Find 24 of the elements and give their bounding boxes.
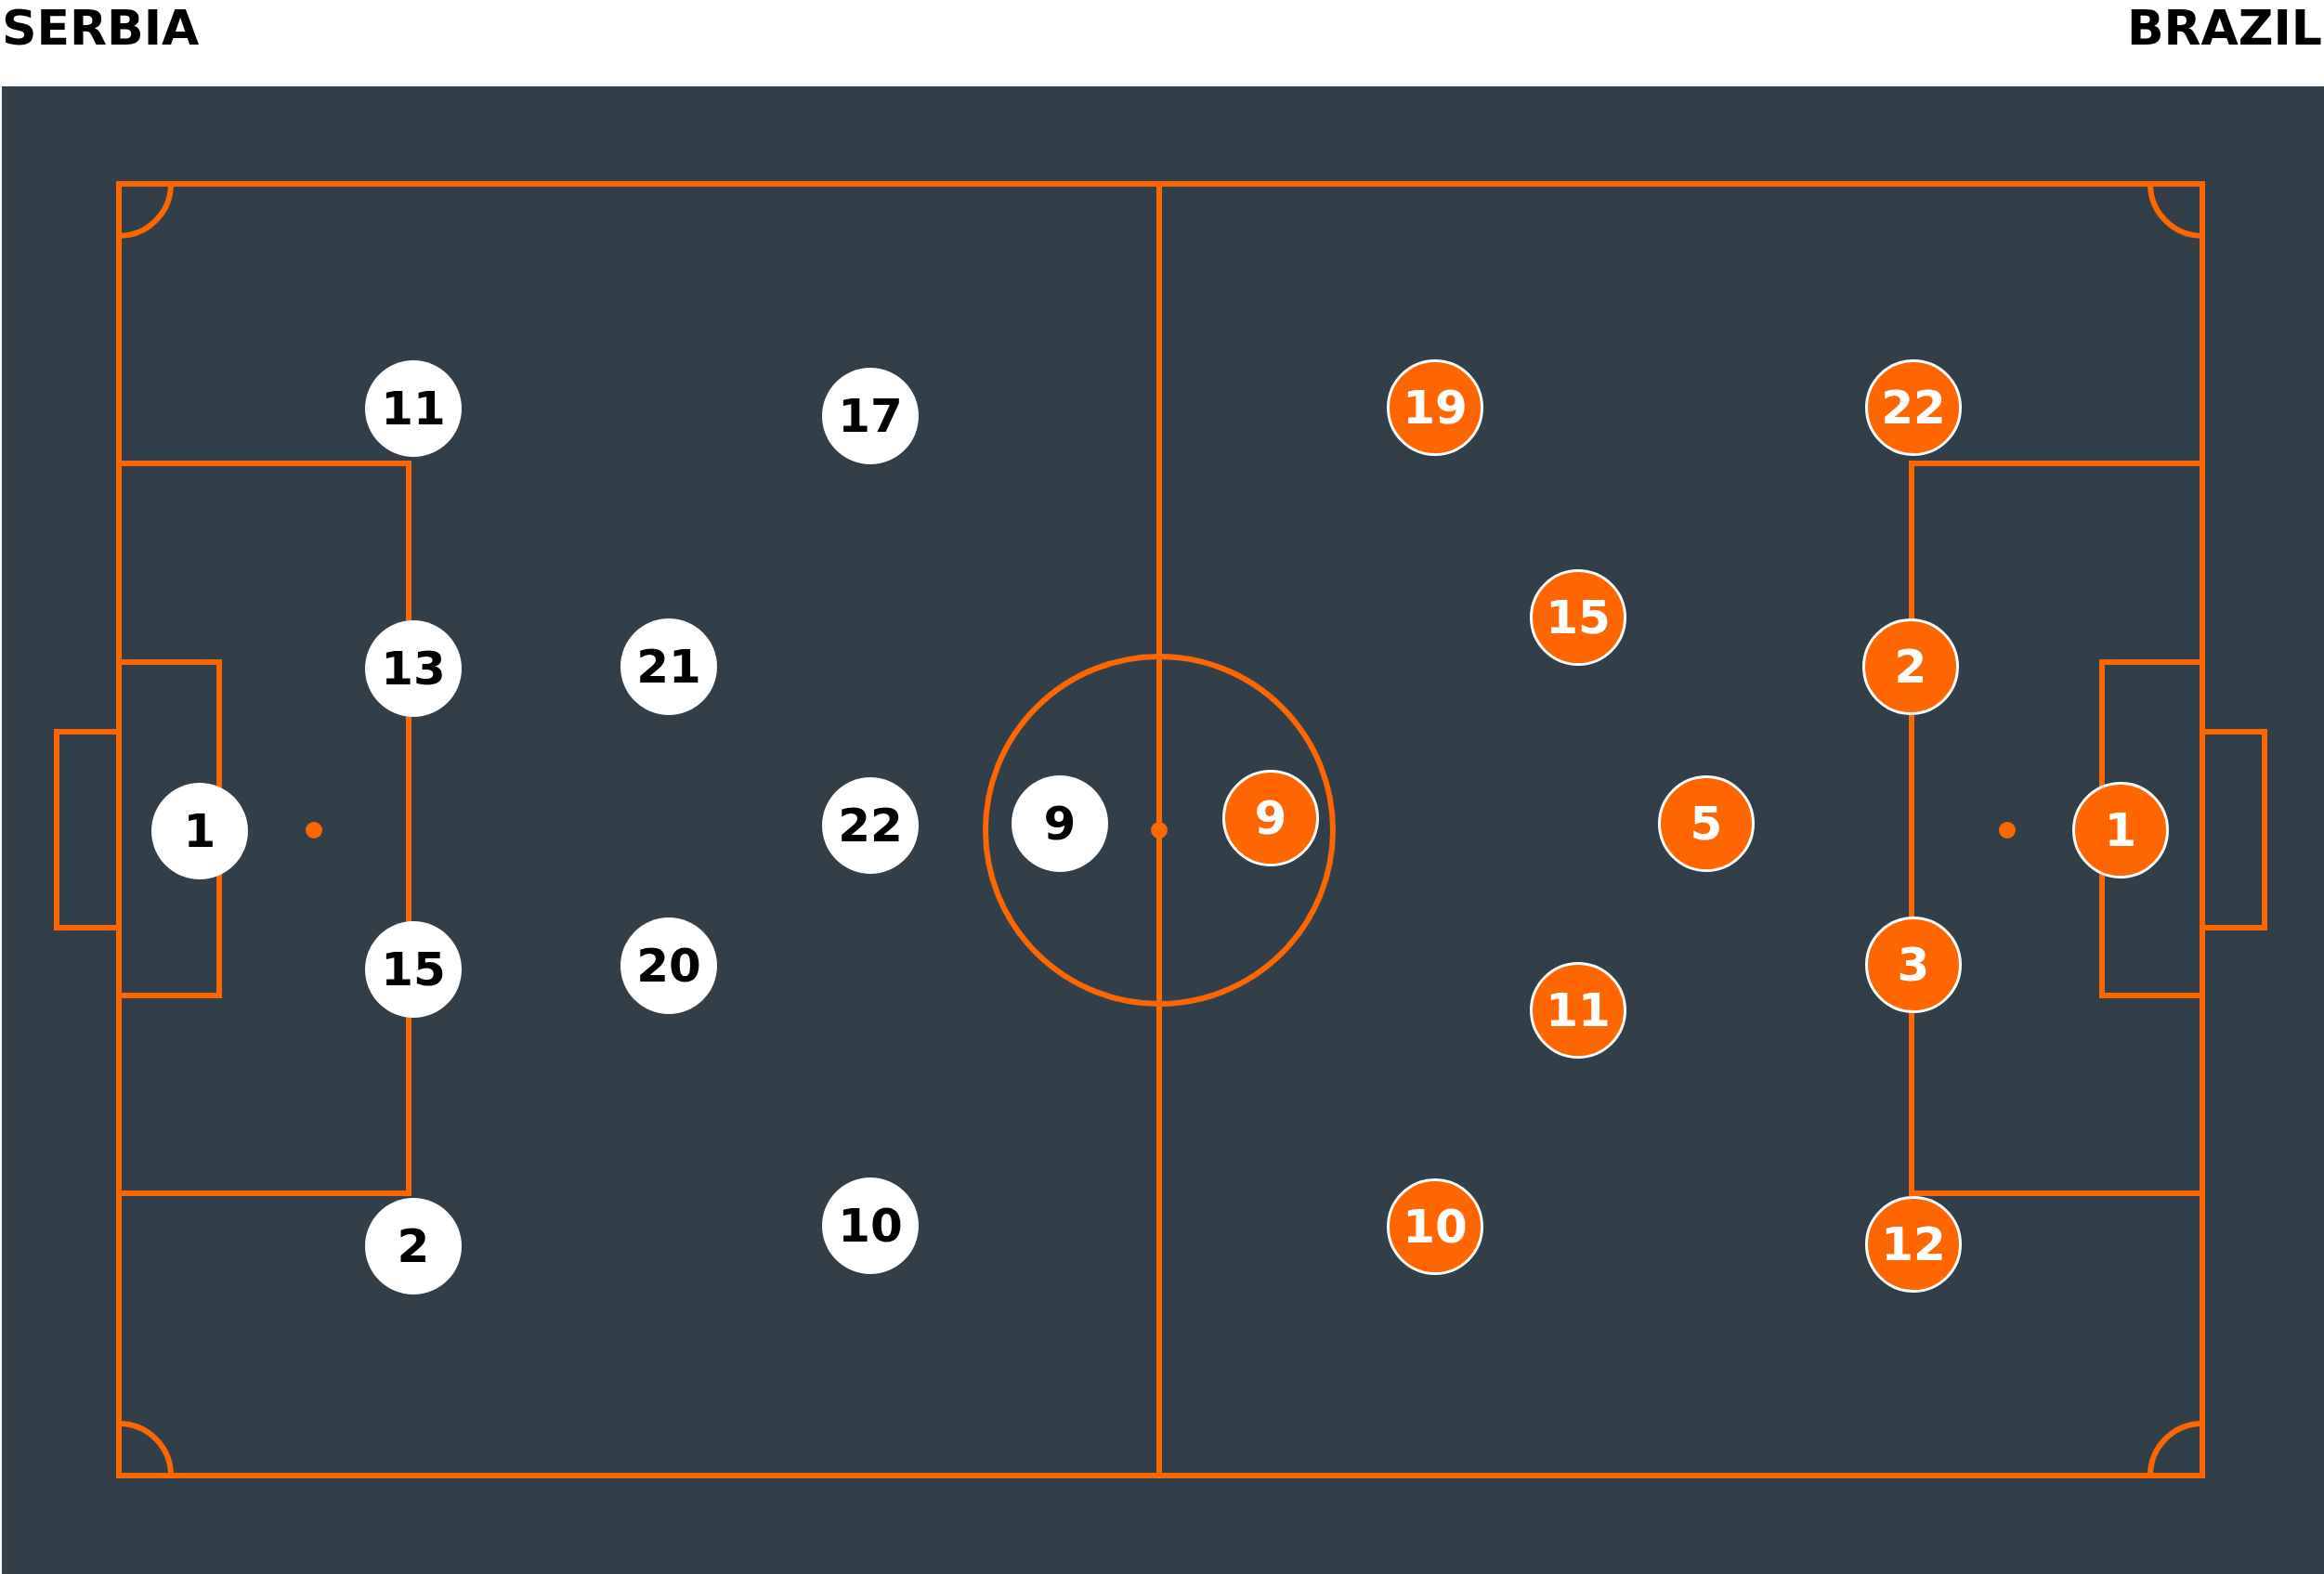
shirt-number: 10 — [1403, 1203, 1468, 1250]
shirt-number: 2 — [397, 1223, 430, 1269]
shirt-number: 11 — [1546, 987, 1611, 1034]
shirt-number: 15 — [1546, 594, 1611, 641]
team-name: BRAZIL — [2126, 0, 2322, 56]
shirt-number: 15 — [381, 946, 446, 993]
shirt-number: 1 — [183, 808, 216, 854]
shirt-number: 1 — [2104, 807, 2137, 853]
shirt-number: 20 — [636, 943, 701, 989]
shirt-number: 22 — [1881, 384, 1946, 431]
shirt-number: 9 — [1254, 795, 1287, 841]
shirt-number: 10 — [838, 1203, 903, 1249]
shirt-number: 3 — [1897, 942, 1930, 988]
shirt-number: 5 — [1690, 800, 1723, 847]
shirt-number: 9 — [1043, 800, 1077, 847]
shirt-number: 19 — [1403, 384, 1468, 431]
shirt-number: 13 — [381, 645, 446, 692]
shirt-number: 22 — [838, 802, 903, 849]
shirt-number: 21 — [636, 644, 701, 690]
shirt-number: 11 — [381, 385, 446, 432]
team-name: SERBIA — [2, 0, 200, 56]
shirt-number: 2 — [1894, 644, 1927, 690]
shirt-number: 12 — [1881, 1221, 1946, 1268]
shirt-number: 17 — [838, 393, 903, 439]
